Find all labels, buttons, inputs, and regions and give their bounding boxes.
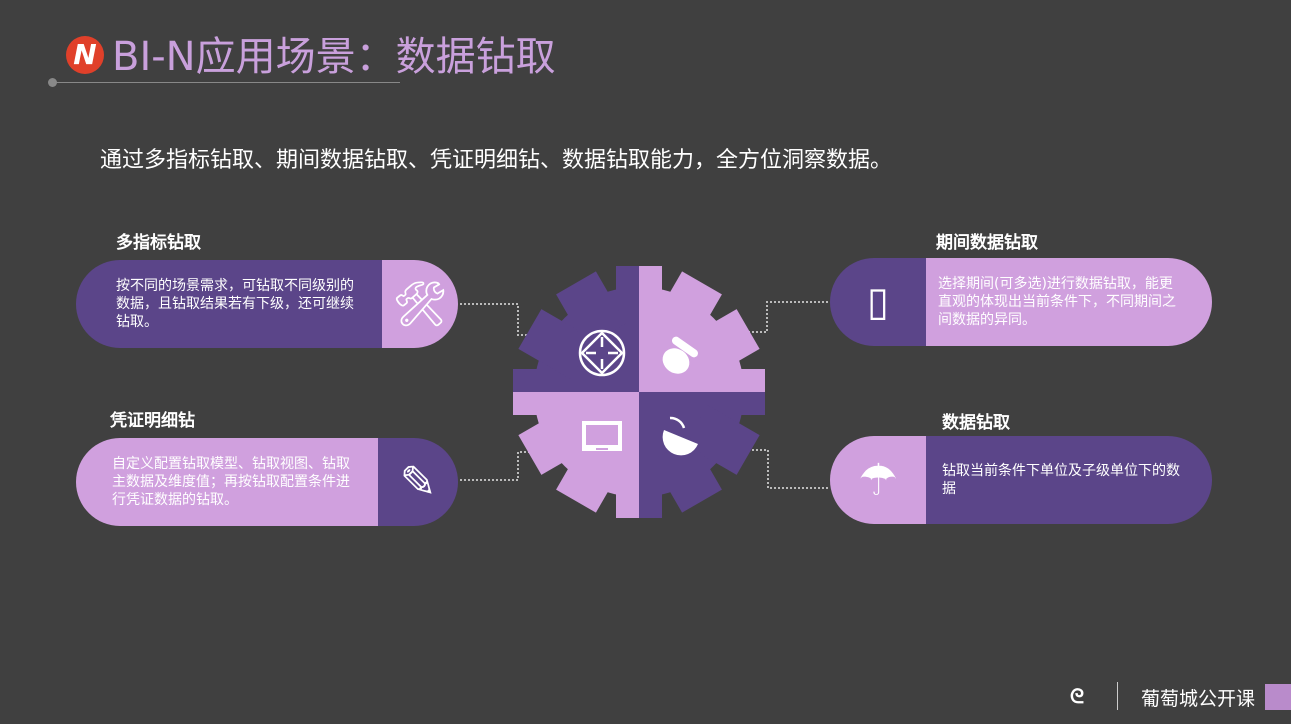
card-voucher-drill: 自定义配置钻取模型、钻取视图、钻取主数据及维度值；再按钻取配置条件进行凭证数据的… (76, 438, 458, 526)
card-multi-indicator-drill: 按不同的场景需求，可钻取不同级别的数据，且钻取结果若有下级，还可继续钻取。 🛠 (76, 260, 458, 348)
card-text: 按不同的场景需求，可钻取不同级别的数据，且钻取结果若有下级，还可继续钻取。 (76, 260, 382, 348)
pencil-icon: ✎ (378, 438, 458, 526)
grapecity-logo: ᘓ (1070, 684, 1085, 708)
card-title: 数据钻取 (942, 413, 1010, 433)
tools-icon: 🛠 (382, 260, 458, 348)
target-arrows-icon (578, 329, 626, 377)
phone-chat-icon: ▯ (830, 258, 926, 346)
card-text: 钻取当前条件下单位及子级单位下的数据 (926, 436, 1212, 524)
card-title: 凭证明细钻 (110, 411, 195, 431)
footer-divider (1117, 682, 1118, 710)
monitor-search-icon (582, 421, 622, 451)
card-period-drill: ▯ 选择期间(可多选)进行数据钻取，能更直观的体现出当前条件下，不同期间之间数据… (830, 258, 1212, 346)
page-title: BI-N应用场景：数据钻取 (112, 34, 556, 80)
card-title: 多指标钻取 (116, 233, 201, 253)
card-data-drill: ☂ 钻取当前条件下单位及子级单位下的数据 (830, 436, 1212, 524)
footer-accent (1265, 684, 1291, 710)
shovel-icon (662, 336, 699, 374)
footer-brand: 葡萄城公开课 (1140, 688, 1255, 710)
satellite-dish-icon (662, 416, 698, 456)
umbrella-icon: ☂ (830, 436, 926, 524)
card-text: 选择期间(可多选)进行数据钻取，能更直观的体现出当前条件下，不同期间之间数据的异… (926, 258, 1212, 346)
card-text: 自定义配置钻取模型、钻取视图、钻取主数据及维度值；再按钻取配置条件进行凭证数据的… (76, 438, 378, 526)
title-divider (52, 82, 400, 83)
subtitle: 通过多指标钻取、期间数据钻取、凭证明细钻、数据钻取能力，全方位洞察数据。 (100, 148, 893, 173)
brand-logo: N (66, 36, 104, 74)
card-title: 期间数据钻取 (936, 233, 1038, 253)
